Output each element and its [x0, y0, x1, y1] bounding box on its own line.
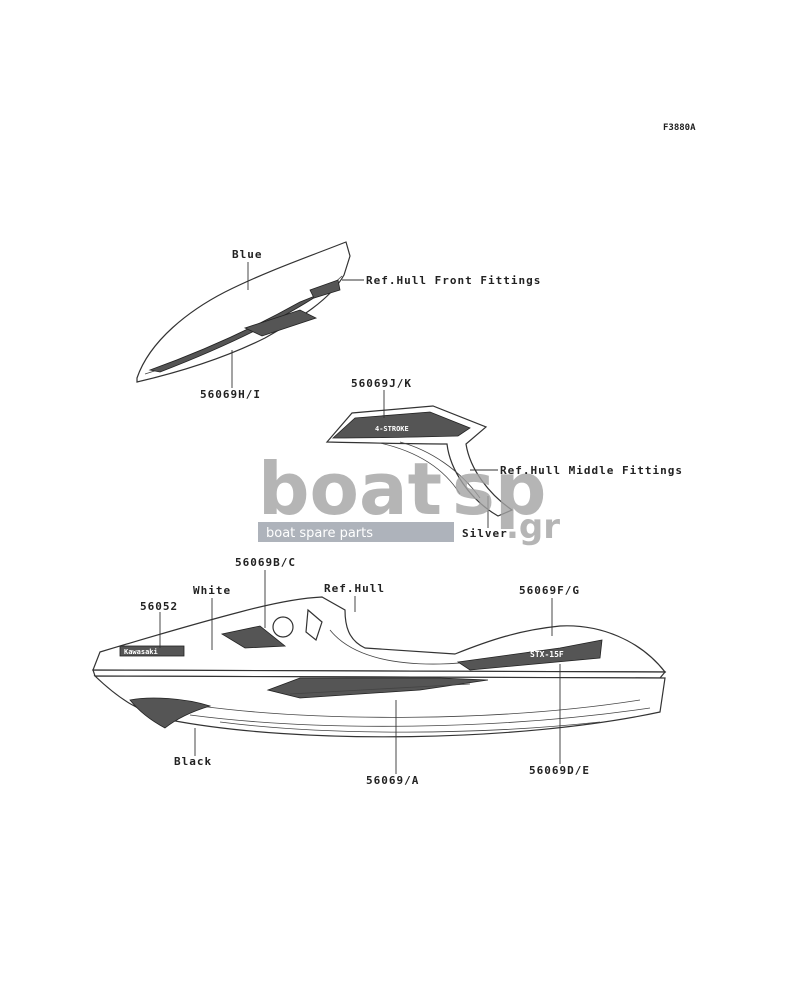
watermark-bar	[258, 522, 454, 542]
label-56069h-i: 56069H/I	[200, 388, 261, 401]
label-black: Black	[174, 755, 212, 768]
main-hull: Kawasaki STX-15F	[92, 596, 667, 738]
figure-code: F3880A	[663, 123, 696, 133]
watermark-tagline: boat spare parts	[266, 526, 373, 541]
label-white: White	[193, 584, 231, 597]
label-ref-hull-front: Ref.Hull Front Fittings	[366, 274, 541, 287]
label-ref-hull: Ref.Hull	[324, 582, 385, 595]
label-blue: Blue	[232, 248, 263, 261]
leader-lines	[159, 262, 561, 774]
model-decal-front	[309, 279, 341, 299]
label-56052: 56052	[140, 600, 178, 613]
watermark-tld: .gr	[506, 507, 560, 547]
stroke-decal-text: 4-STROKE	[375, 425, 409, 433]
label-56069-a: 56069/A	[366, 774, 419, 787]
callout-labels: Blue Ref.Hull Front Fittings 56069H/I 56…	[140, 248, 683, 787]
kawasaki-decal-text: Kawasaki	[124, 648, 158, 656]
hull-middle-fitting: 4-STROKE	[325, 405, 514, 517]
label-56069b-c: 56069B/C	[235, 556, 296, 569]
label-ref-hull-middle: Ref.Hull Middle Fittings	[500, 464, 683, 477]
model-decal-text: STX-15F	[530, 650, 564, 659]
watermark-accent: sp	[452, 447, 546, 531]
watermark-main: boat	[258, 447, 442, 531]
label-56069j-k: 56069J/K	[351, 377, 412, 390]
hull-front-fitting	[136, 241, 351, 383]
label-56069f-g: 56069F/G	[519, 584, 580, 597]
label-56069d-e: 56069D/E	[529, 764, 590, 777]
watermark: boat sp .gr boat spare parts	[258, 447, 560, 547]
label-silver: Silver	[462, 527, 508, 540]
